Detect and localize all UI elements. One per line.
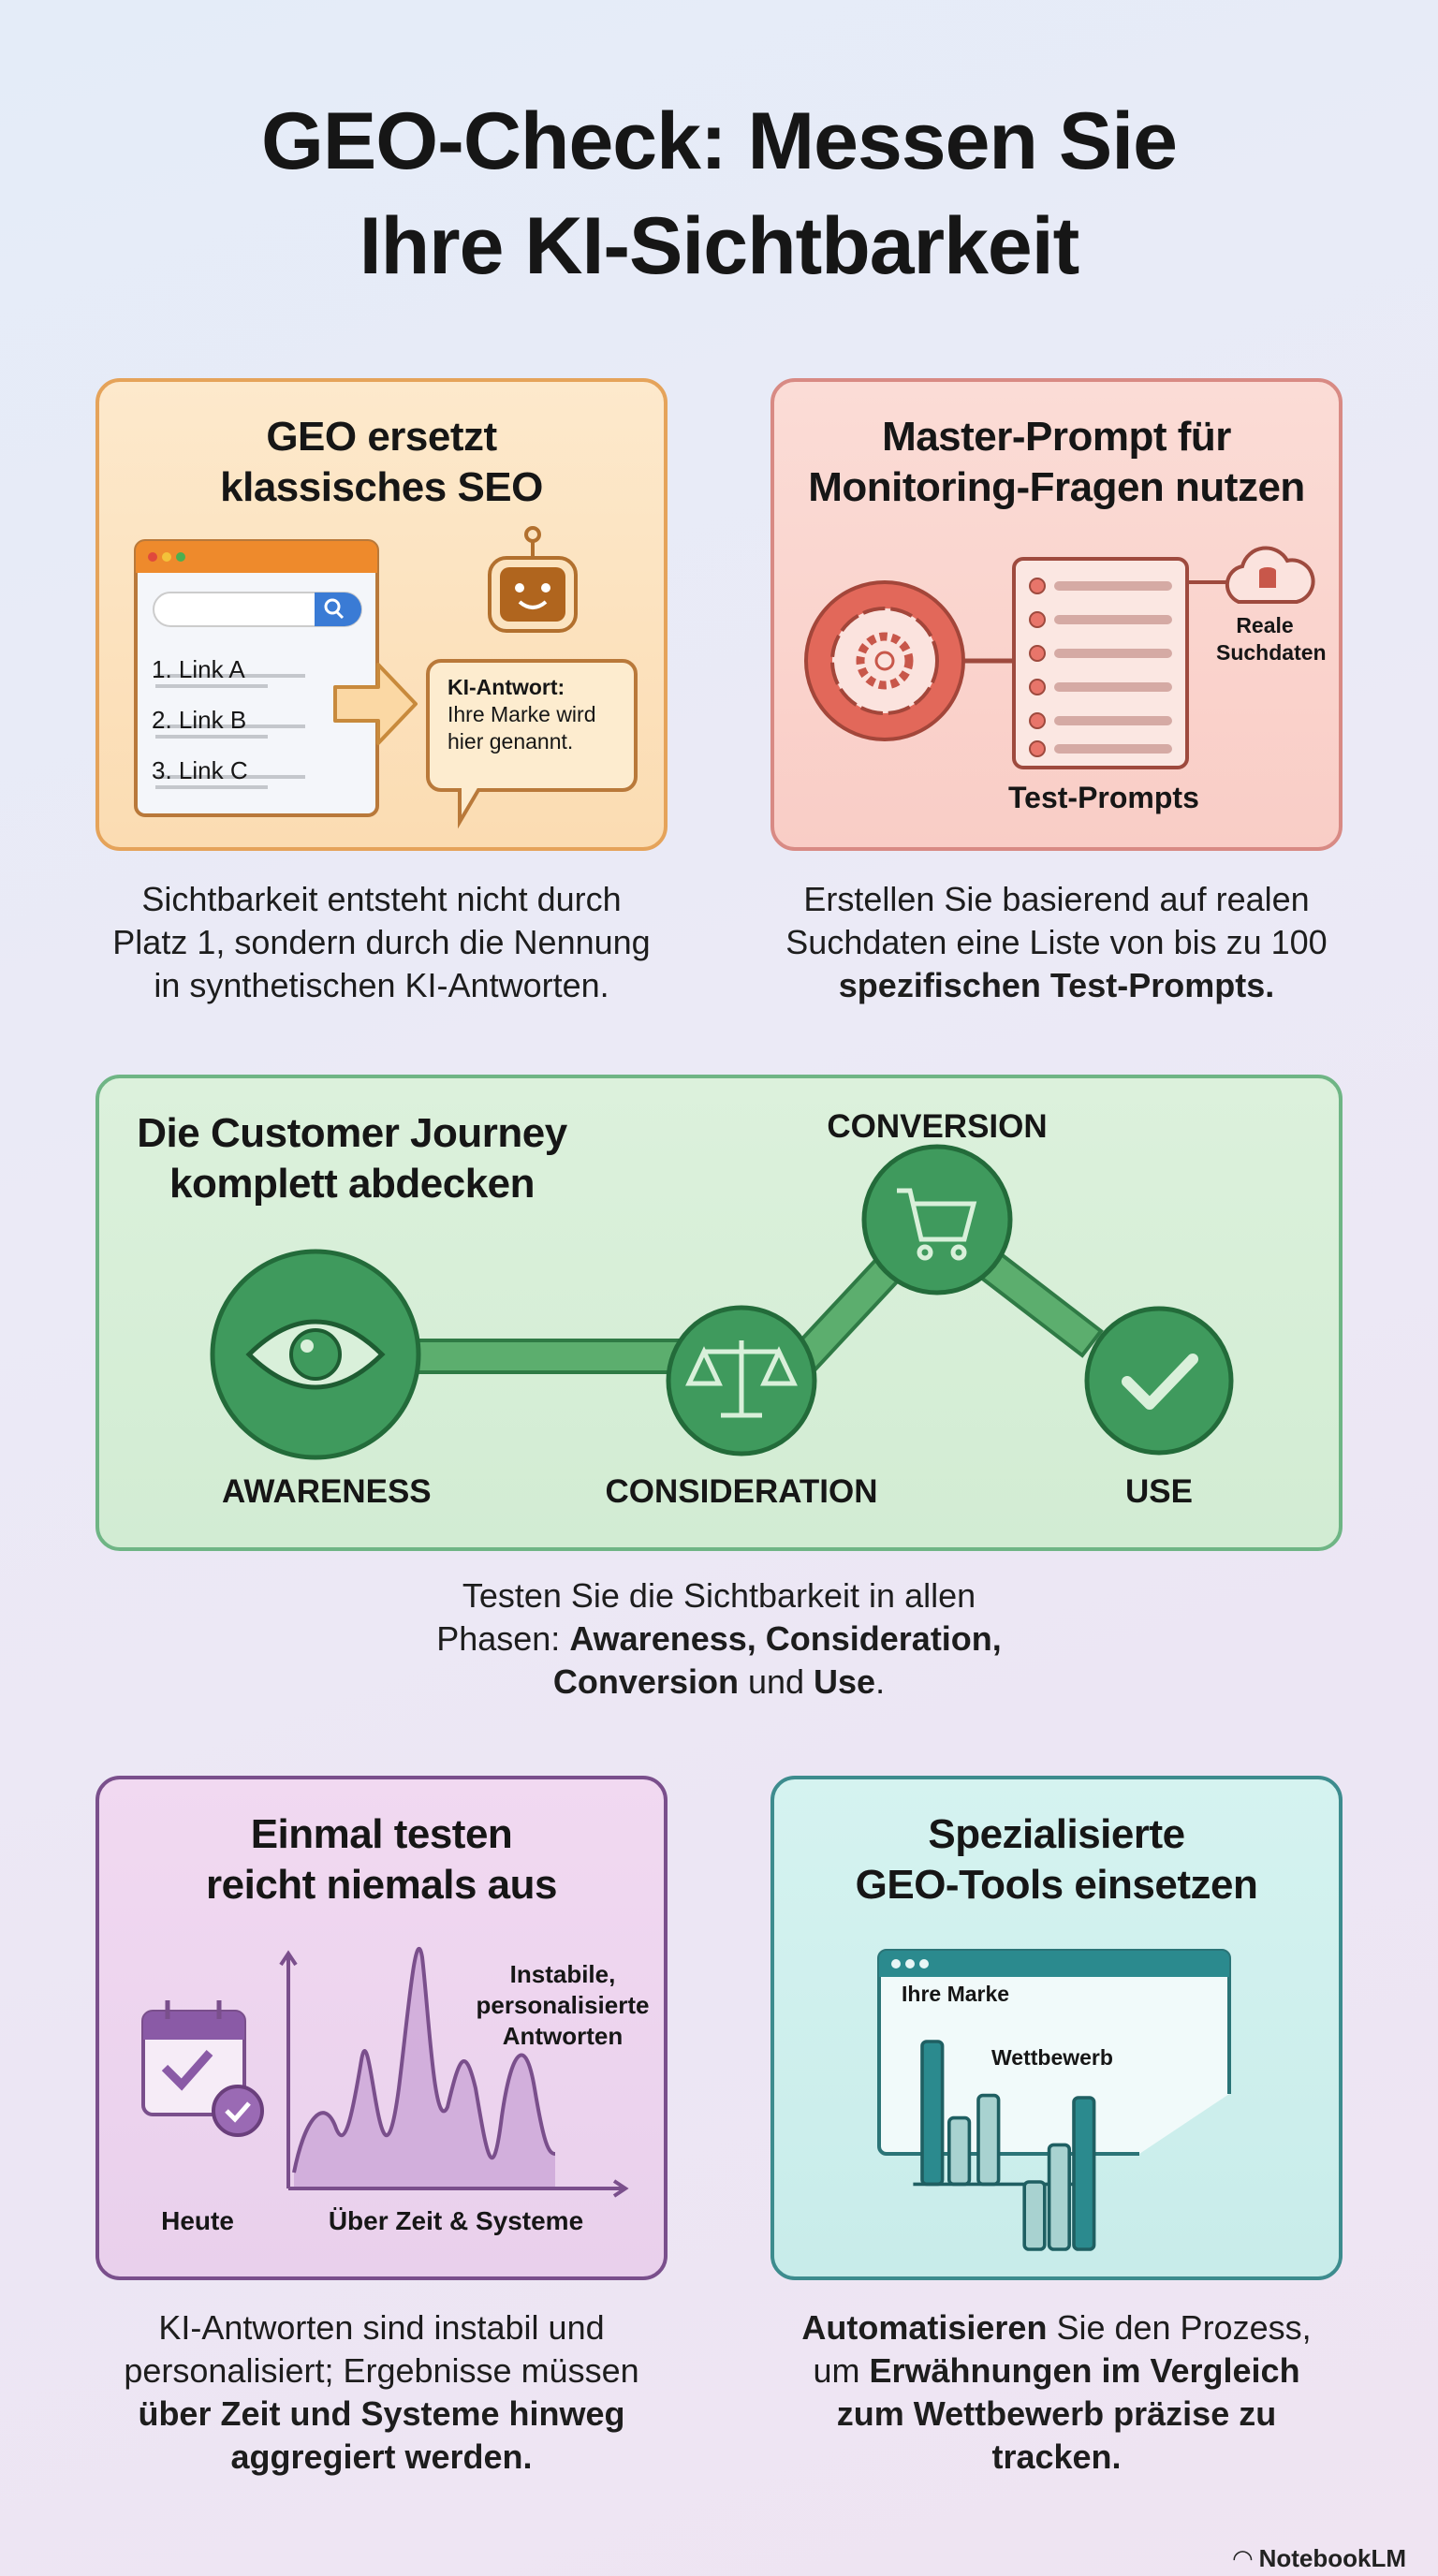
caption-tools: Automatisieren Sie den Prozess, um Erwäh…: [801, 2308, 1312, 2476]
label-brand: Ihre Marke: [902, 1982, 1010, 2006]
bar-chart: [913, 2040, 1096, 2251]
link-item[interactable]: 2. Link B: [152, 706, 247, 734]
stage-use: USE: [1125, 1473, 1193, 1510]
link-item[interactable]: 1. Link A: [152, 655, 245, 683]
browser-window: [134, 539, 379, 817]
cloud-database-icon: [1225, 546, 1315, 604]
label-time-axis: Über Zeit & Systeme: [328, 2206, 584, 2235]
calendar-check-icon: [141, 2000, 264, 2137]
stage-conversion: CONVERSION: [827, 1108, 1048, 1145]
robot-icon: [488, 526, 578, 633]
label-competitor: Wettbewerb: [991, 2045, 1113, 2070]
list-document-icon: [1012, 557, 1189, 769]
notebooklm-icon: ◠: [1233, 2544, 1259, 2572]
link-item[interactable]: 3. Link C: [152, 756, 248, 784]
stage-consideration: CONSIDERATION: [605, 1473, 878, 1510]
cart-icon: [861, 1144, 1013, 1295]
speech-bubble: [426, 659, 638, 829]
notebooklm-logo: ◠ NotebookLM: [1233, 2544, 1406, 2572]
list-label: Test-Prompts: [1008, 781, 1199, 814]
seo-illustration: [134, 526, 638, 829]
scale-icon: [666, 1305, 817, 1456]
prompt-illustration: [804, 546, 1315, 769]
stability-illustration: [141, 1947, 629, 2198]
arrow-right-icon: [333, 663, 418, 745]
brain-gear-icon: [804, 580, 965, 741]
stage-awareness: AWARENESS: [222, 1473, 432, 1510]
journey-diagram: [210, 1144, 1234, 1460]
caption-journey: Testen Sie die Sichtbarkeit in allen Pha…: [436, 1576, 1002, 1701]
wave-chart: [279, 1947, 629, 2198]
dashboard-window: [877, 1949, 1231, 2156]
label-today: Heute: [161, 2206, 234, 2235]
tools-illustration: [877, 1949, 1231, 2251]
link-list: 1. Link A 2. Link B 3. Link C: [152, 644, 248, 796]
check-icon: [1084, 1306, 1234, 1456]
eye-icon: [210, 1249, 421, 1460]
